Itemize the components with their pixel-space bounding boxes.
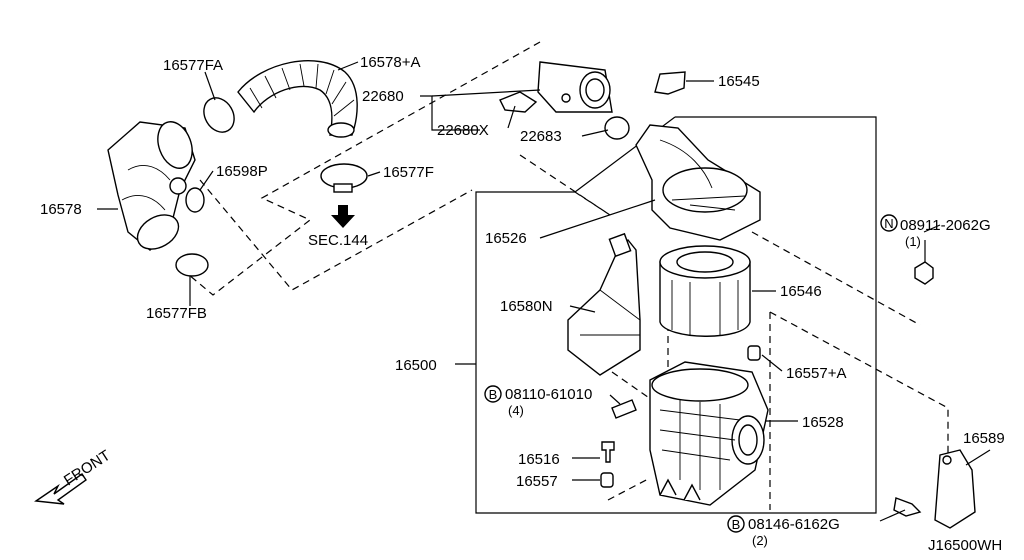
clamp-16598P <box>185 187 205 213</box>
label-16578: 16578 <box>40 201 82 218</box>
dashed-guide-sec <box>519 154 611 216</box>
airflow-meter-22680 <box>537 61 613 113</box>
badge-nut-letter: N <box>884 216 893 231</box>
dashed-guide-bracket <box>769 311 949 455</box>
label-16500: 16500 <box>395 357 437 374</box>
clamp-16577FB <box>175 253 209 277</box>
badge-bolt-1 <box>484 385 502 403</box>
label-front: FRONT <box>61 447 114 489</box>
label-08110-qty: (4) <box>508 403 524 418</box>
label-16577FA: 16577FA <box>163 57 223 74</box>
seal-16545 <box>654 71 686 95</box>
label-08911: 08911-2062G <box>900 217 991 234</box>
clamp-screw <box>333 183 353 193</box>
label-16589: 16589 <box>963 430 1005 447</box>
assembly-frame <box>475 116 877 514</box>
label-16545: 16545 <box>718 73 760 90</box>
label-16546: 16546 <box>780 283 822 300</box>
down-arrow <box>331 205 355 228</box>
front-arrow-icon <box>34 473 87 505</box>
dashed-bolt <box>611 371 656 403</box>
label-sec144: SEC.144 <box>308 232 368 249</box>
label-16528: 16528 <box>802 414 844 431</box>
nut-08911 <box>914 261 934 285</box>
air-duct-16578 <box>107 121 196 251</box>
leader-lines <box>97 61 991 522</box>
label-22683: 22683 <box>520 128 562 145</box>
badge-bolt-1-letter: B <box>489 387 498 402</box>
label-16557: 16557 <box>516 473 558 490</box>
dashed-guide-upper <box>175 41 541 296</box>
label-08146-qty: (2) <box>752 533 768 548</box>
air-cleaner-case-16528 <box>649 361 769 506</box>
diagram-id: J16500WH <box>928 537 1002 554</box>
filter-element-16546 <box>659 245 751 337</box>
clamp-16577FA <box>203 97 235 133</box>
dashed-guide-middle <box>199 179 473 291</box>
grommet-16557A <box>747 345 761 361</box>
label-08146: 08146-6162G <box>748 516 840 533</box>
label-16577F: 16577F <box>383 164 434 181</box>
label-08911-qty: (1) <box>905 234 921 249</box>
label-22680: 22680 <box>362 88 404 105</box>
bracket-16589 <box>934 449 976 529</box>
label-16577FB: 16577FB <box>146 305 207 322</box>
sensor-22680X <box>499 91 538 113</box>
label-16516: 16516 <box>518 451 560 468</box>
dashed-guide-right <box>751 231 921 326</box>
label-16598P: 16598P <box>216 163 268 180</box>
o-ring-22683 <box>604 116 630 140</box>
label-16526: 16526 <box>485 230 527 247</box>
badge-nut <box>880 214 898 232</box>
bolt-08110 <box>611 399 637 419</box>
pin-16516 <box>601 441 615 463</box>
badge-bolt-2-letter: B <box>732 517 741 532</box>
bracket-hole <box>942 455 952 465</box>
resonator-16580N <box>567 232 641 376</box>
label-16580N: 16580N <box>500 298 553 315</box>
bellows-hose-16578A <box>237 60 358 138</box>
label-22680X: 22680X <box>437 122 489 139</box>
label-16578A: 16578+A <box>360 54 420 71</box>
badge-bolt-2 <box>727 515 745 533</box>
dashed-grommet <box>607 477 651 501</box>
grommet-16557 <box>600 472 614 488</box>
air-cleaner-cover-16526 <box>635 124 761 241</box>
label-16557A: 16557+A <box>786 365 846 382</box>
label-08110: 08110-61010 <box>505 386 592 403</box>
